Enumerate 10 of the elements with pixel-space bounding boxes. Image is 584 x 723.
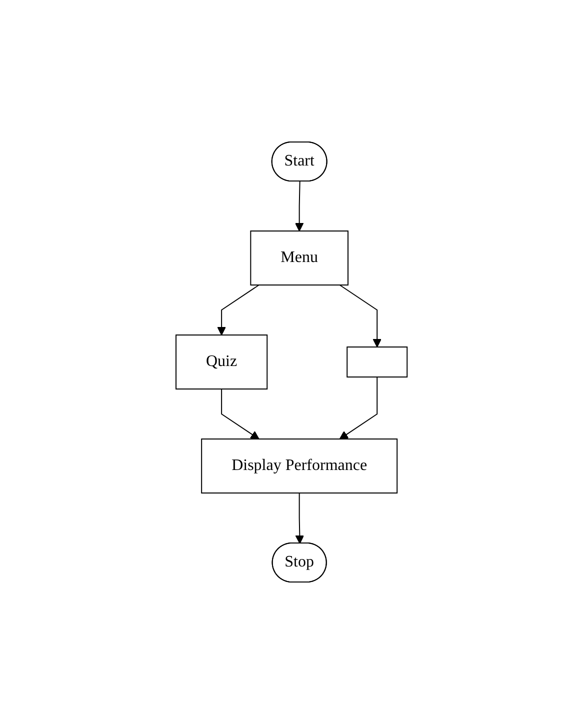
node-box: Quiz <box>176 334 268 389</box>
arrow <box>295 180 304 231</box>
arrow <box>340 376 378 439</box>
node-box: Menu <box>250 230 349 285</box>
node-box: Display Performance <box>202 438 398 493</box>
arrow <box>218 284 260 335</box>
node-box <box>347 346 408 377</box>
arrow <box>296 492 304 544</box>
arrow <box>222 388 260 439</box>
arrow <box>340 284 382 347</box>
